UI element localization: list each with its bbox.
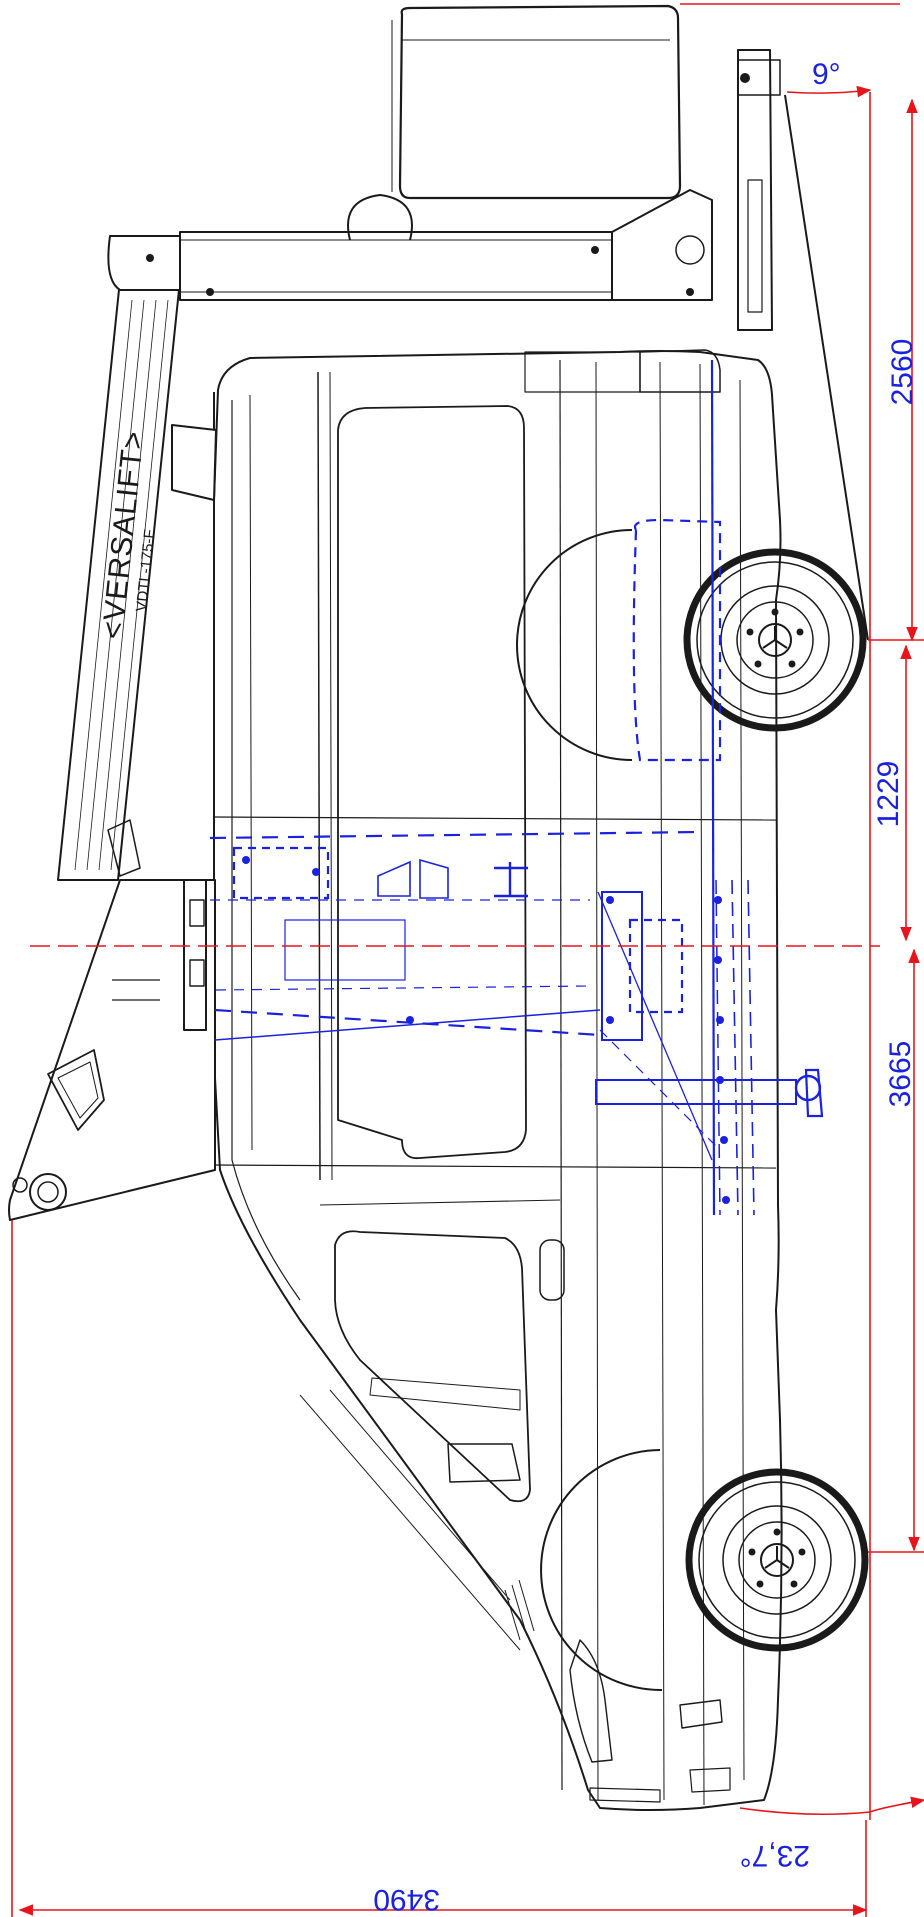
dim-approach-angle: 23,7° — [740, 1839, 810, 1872]
dimension-lines — [11, 3, 924, 1917]
boom-bolts — [146, 73, 750, 296]
van-body — [213, 349, 783, 1811]
aerial-boom — [8, 4, 869, 1221]
dim-overall-length: 3490 — [373, 1883, 440, 1916]
front-wheel — [540, 1449, 869, 1692]
chassis-mechanism — [209, 359, 824, 1216]
dim-wheelbase: 3665 — [884, 1041, 917, 1108]
rear-wheel — [516, 529, 867, 761]
dim-boom-overhang: 2560 — [886, 339, 919, 406]
mechanism-bolts — [242, 856, 730, 1204]
dim-boom-angle: 9° — [812, 58, 841, 91]
dim-axle-offset: 1229 — [872, 761, 905, 828]
